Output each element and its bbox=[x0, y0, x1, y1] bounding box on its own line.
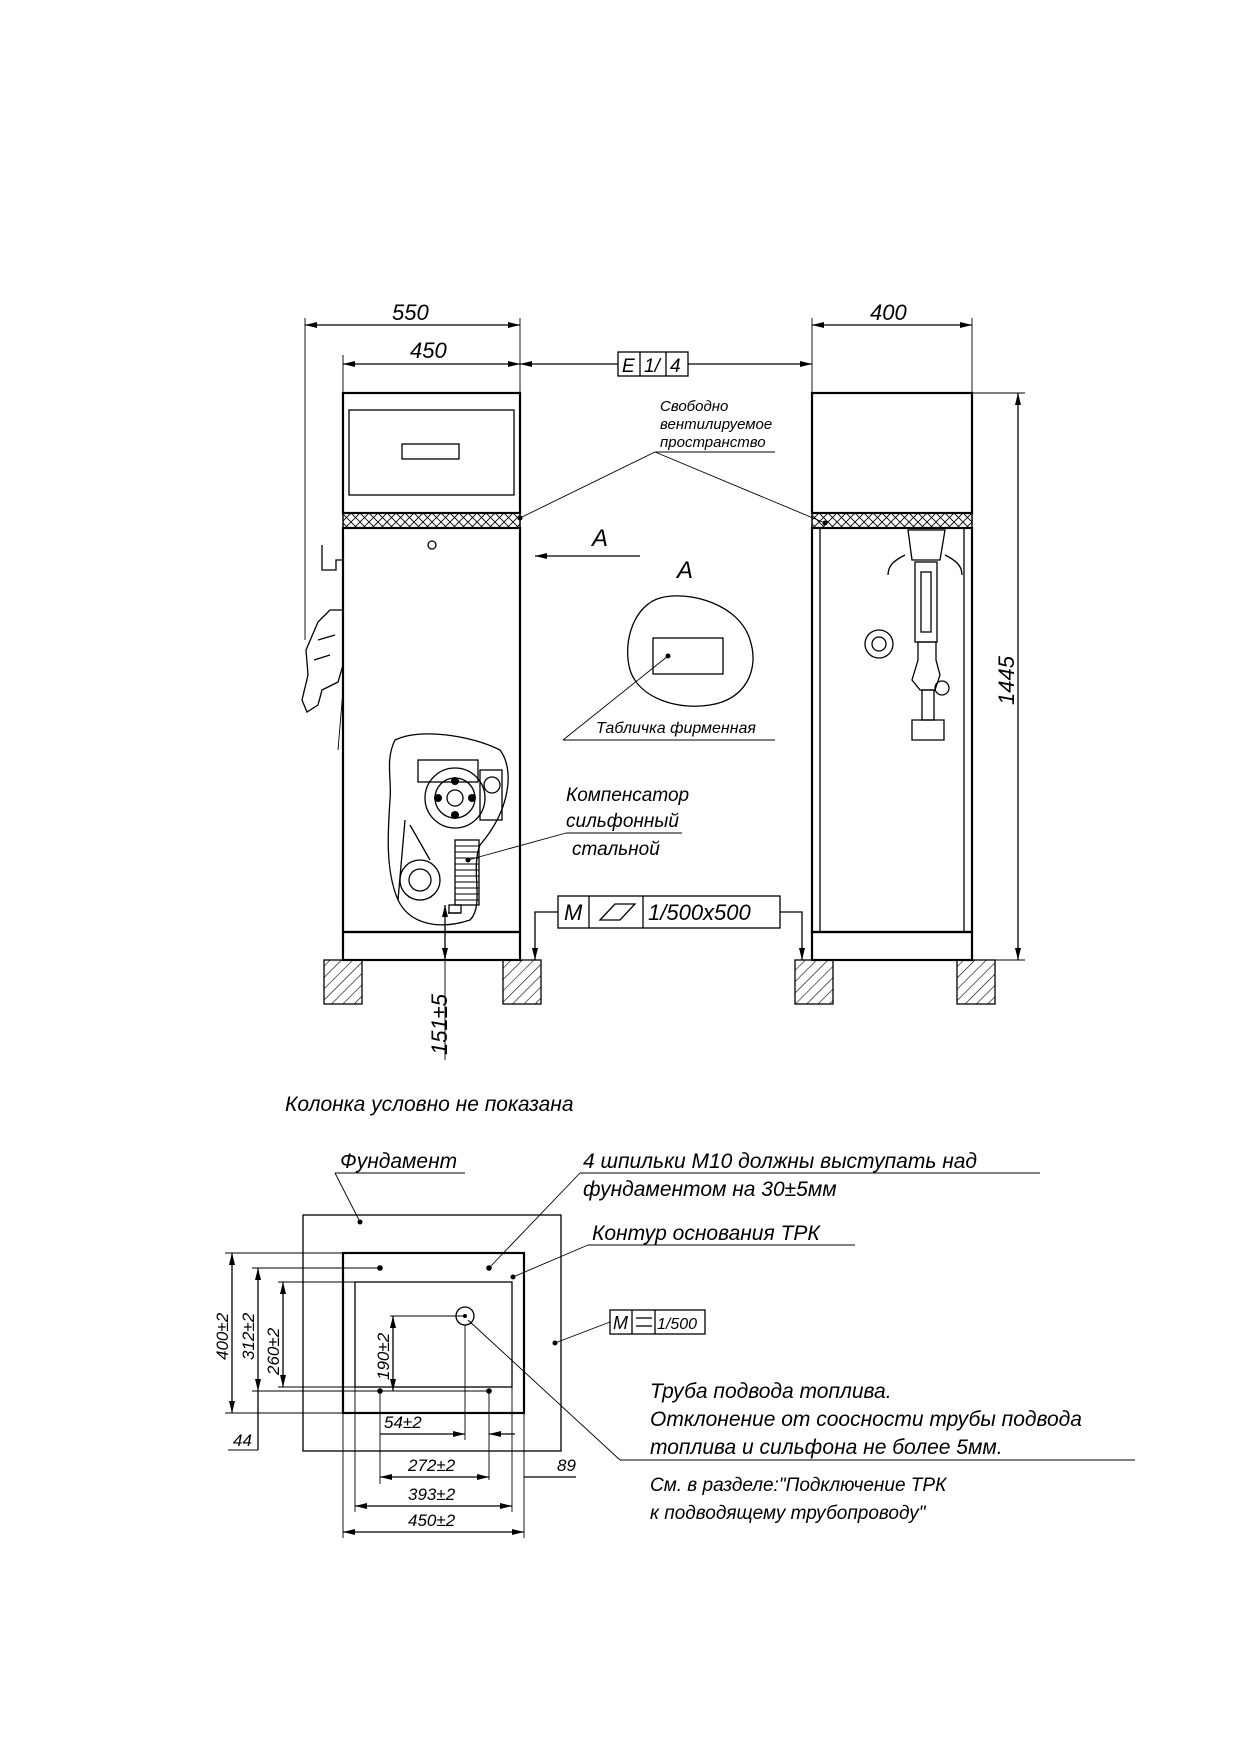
bellows bbox=[454, 839, 480, 906]
dim-550: 550 bbox=[392, 300, 429, 325]
tolerance-frame: M 1/500x500 bbox=[532, 895, 805, 960]
dim-44: 44 bbox=[233, 1431, 252, 1450]
note-pipe-2: Отклонение от соосности трубы подвода bbox=[650, 1408, 1082, 1431]
dim-190: 190±2 bbox=[374, 1332, 393, 1380]
frame-4: 4 bbox=[670, 356, 681, 377]
flat-m: M bbox=[613, 1313, 628, 1333]
note-foundation: Фундамент bbox=[340, 1150, 457, 1173]
dim-393: 393±2 bbox=[408, 1485, 456, 1504]
plan-caption: Колонка условно не показана bbox=[285, 1093, 574, 1116]
dim-54: 54±2 bbox=[384, 1413, 422, 1432]
note-pipe-3: топлива и сильфона не более 5мм. bbox=[650, 1436, 1003, 1459]
dim-450-left: 450 bbox=[410, 338, 447, 363]
svg-text:Свободно: Свободно bbox=[660, 398, 728, 415]
tol-value: 1/500x500 bbox=[648, 900, 752, 925]
note-nameplate: Табличка фирменная bbox=[596, 720, 756, 737]
dim-272: 272±2 bbox=[407, 1456, 456, 1475]
detail-a-label: A bbox=[675, 557, 693, 584]
detail-a: A Табличка фирменная bbox=[562, 557, 775, 741]
pump-unit bbox=[397, 759, 503, 914]
note-pipe-1: Труба подвода топлива. bbox=[650, 1380, 892, 1403]
dim-450-plan: 450±2 bbox=[408, 1511, 456, 1530]
dim-89: 89 bbox=[557, 1456, 576, 1475]
dim-312: 312±2 bbox=[239, 1312, 258, 1360]
view-arrow-a-label: A bbox=[590, 525, 608, 552]
note-studs-1: 4 шпильки М10 должны выступать над bbox=[583, 1150, 977, 1173]
svg-text:вентилируемое: вентилируемое bbox=[660, 416, 772, 433]
dim-400-plan: 400±2 bbox=[213, 1312, 232, 1360]
dim-151: 151±5 bbox=[427, 993, 452, 1055]
note-studs-2: фундаментом на 30±5мм bbox=[583, 1178, 837, 1201]
left-view: 550 450 bbox=[301, 300, 640, 1060]
dim-400-right: 400 bbox=[870, 300, 907, 325]
frame-e: E bbox=[622, 356, 635, 377]
flat-value: 1/500 bbox=[657, 1316, 697, 1333]
svg-text:пространство: пространство bbox=[660, 434, 766, 451]
note-reference-2: к подводящему трубопроводу" bbox=[650, 1503, 927, 1524]
right-view: 400 1445 bbox=[794, 300, 1025, 1005]
nozzle-front bbox=[887, 529, 963, 741]
dim-260: 260±2 bbox=[264, 1327, 283, 1376]
spacing-dimension: E 1/ 4 bbox=[520, 351, 812, 377]
svg-text:Компенсатор: Компенсатор bbox=[566, 785, 689, 806]
frame-ratio: 1/ bbox=[644, 356, 662, 377]
svg-text:стальной: стальной bbox=[572, 839, 660, 860]
svg-text:сильфонный: сильфонный bbox=[566, 811, 679, 832]
note-ventilated: Свободно вентилируемое пространство bbox=[517, 398, 828, 526]
tol-m: M bbox=[564, 900, 583, 925]
note-compensator: Компенсатор сильфонный стальной bbox=[465, 785, 689, 863]
note-base-contour: Контур основания ТРК bbox=[592, 1222, 821, 1245]
foundation-plan: Колонка условно не показана Фундамент 4 … bbox=[213, 1093, 1135, 1538]
dim-1445: 1445 bbox=[994, 655, 1019, 705]
note-reference-1: См. в разделе:"Подключение ТРК bbox=[650, 1475, 948, 1496]
